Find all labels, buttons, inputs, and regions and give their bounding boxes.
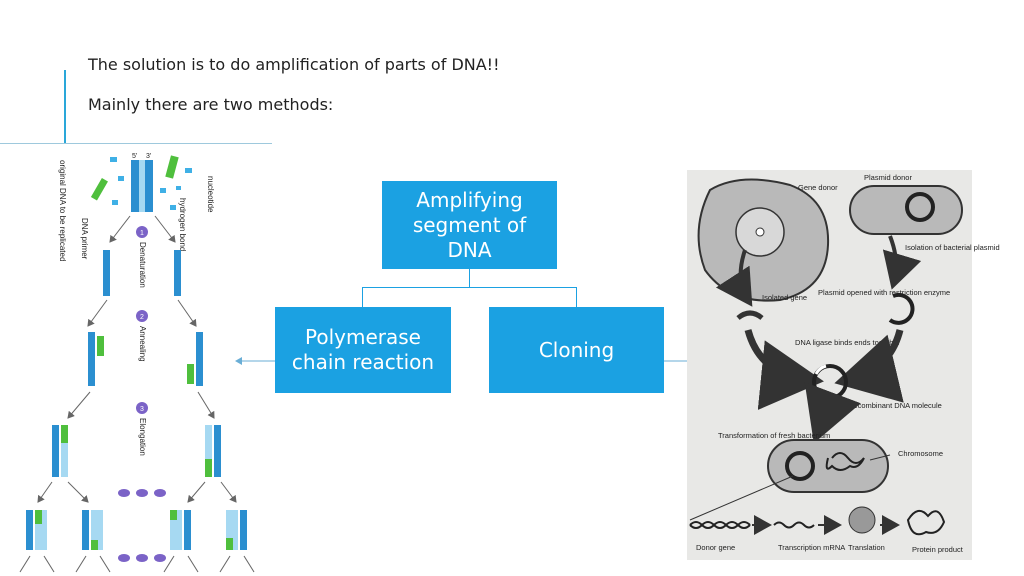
connector-stem: [469, 269, 470, 287]
label-transcription: Transcription mRNA: [778, 543, 845, 552]
mrna: [773, 521, 815, 529]
step-elongation: Elongation: [138, 418, 147, 456]
isolated-gene: [736, 310, 764, 321]
root-node-label: Amplifying segment of DNA: [412, 187, 527, 262]
protein: [906, 509, 946, 536]
step-3-marker: [136, 402, 148, 414]
connector-bar: [362, 287, 577, 288]
arrow-ligation-left: [744, 329, 824, 410]
label-nucleotide: nucleotide: [206, 176, 215, 213]
connector-left: [362, 287, 363, 307]
step-1-number: 1: [140, 230, 144, 237]
elongated-pair-right: [205, 425, 221, 477]
plasmid-in-bacterium: [785, 451, 815, 481]
label-isolation: Isolation of bacterial plasmid: [905, 243, 1000, 252]
primer-piece: [90, 177, 108, 201]
label-original-dna: original DNA to be replicated: [58, 160, 67, 261]
label-plasmid-opened: Plasmid opened with restriction enzyme: [818, 288, 950, 297]
cloning-node-label: Cloning: [538, 337, 615, 362]
donor-gene-helix: [689, 521, 751, 529]
root-node: Amplifying segment of DNA: [382, 181, 557, 269]
pointer-line: [689, 475, 794, 521]
elongated-pair-left: [52, 425, 68, 477]
label-translation: Translation: [848, 543, 885, 552]
ribosome: [848, 506, 876, 534]
strand: [103, 250, 110, 296]
intro-text: The solution is to do amplification of p…: [88, 55, 500, 74]
arrow-plasmid: [882, 235, 922, 290]
opened-plasmid: [888, 292, 915, 325]
step-annealing: Annealing: [138, 326, 147, 362]
strand: [174, 250, 181, 296]
connector-right: [576, 287, 577, 307]
gen2-dna: [26, 510, 247, 550]
label-gene-donor: Gene donor: [798, 183, 838, 192]
label-recombinant: Recombinant DNA molecule: [848, 401, 942, 410]
label-donor-gene: Donor gene: [696, 543, 735, 552]
strand: [196, 332, 203, 386]
original-dna: 5' 3': [131, 153, 153, 212]
arrow-ligation-right: [834, 329, 904, 403]
label-transformation: Transformation of fresh bacterium: [718, 431, 830, 440]
strand-end-5: 5': [132, 153, 137, 160]
pcr-side-labels: original DNA to be replicated DNA primer…: [58, 160, 215, 261]
label-chromosome: Chromosome: [898, 449, 943, 458]
primer: [97, 336, 104, 356]
pcr-node-label: Polymerase chain reaction: [291, 325, 435, 374]
step-2-marker: [136, 310, 148, 322]
label-ligase: DNA ligase binds ends together: [795, 338, 901, 347]
primer-piece: [165, 155, 179, 179]
label-dna-primer: DNA primer: [80, 218, 89, 260]
step-3-number: 3: [140, 406, 144, 413]
step-1-marker: [136, 226, 148, 238]
label-isolated-gene: Isolated gene: [762, 293, 807, 302]
methods-text: Mainly there are two methods:: [88, 95, 334, 114]
pcr-node: Polymerase chain reaction: [275, 307, 451, 393]
arrow-gene: [715, 249, 753, 307]
step-2-number: 2: [140, 314, 144, 321]
nucleotides: [110, 157, 192, 210]
label-protein: Protein product: [912, 545, 964, 554]
strand-end-3: 3': [146, 153, 151, 160]
strand: [88, 332, 95, 386]
accent-horizontal-line: [0, 143, 272, 144]
accent-vertical-line: [64, 70, 66, 144]
step-denaturation: Denaturation: [138, 242, 147, 288]
arrow-transformation: [804, 382, 861, 444]
chromosome: [825, 452, 865, 471]
cloning-node: Cloning: [489, 307, 664, 393]
label-plasmid-donor: Plasmid donor: [864, 173, 912, 182]
cycle-markers: [118, 489, 166, 562]
plasmid: [905, 192, 935, 222]
gen2-arrows: [19, 555, 255, 573]
primer: [187, 364, 194, 384]
label-hydrogen-bond: hydrogen bond: [178, 198, 187, 251]
